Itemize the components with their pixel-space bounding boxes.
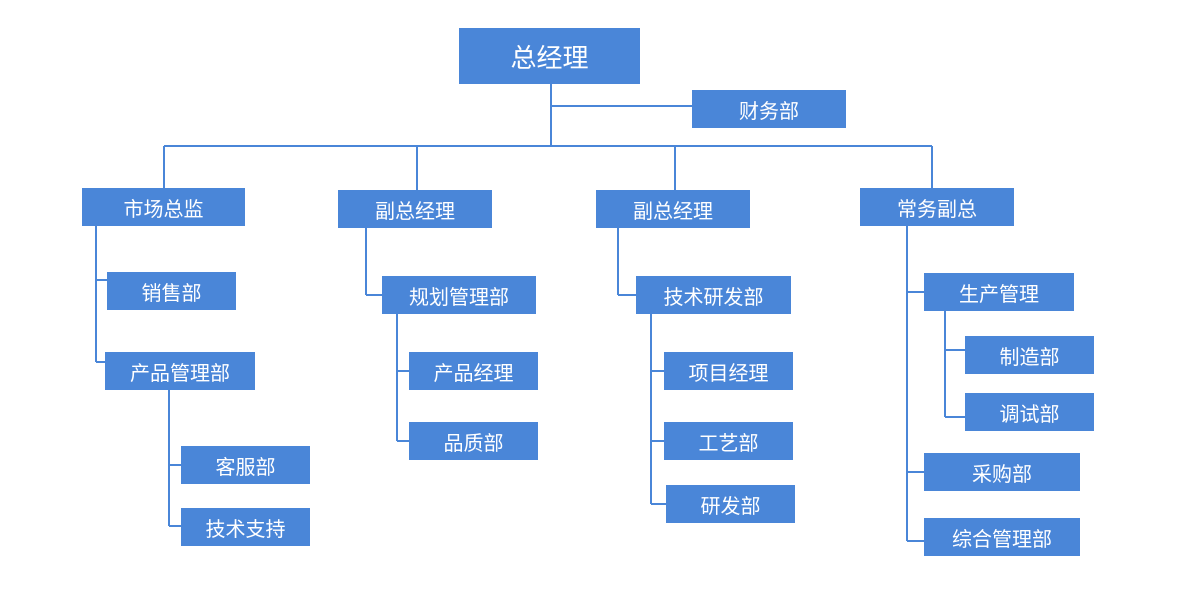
node-product-manager: 产品经理 — [409, 352, 538, 390]
node-ceo: 总经理 — [459, 28, 640, 84]
node-craft: 工艺部 — [664, 422, 793, 460]
node-product-management: 产品管理部 — [105, 352, 255, 390]
node-customer-service: 客服部 — [181, 446, 310, 484]
node-project-manager: 项目经理 — [664, 352, 793, 390]
node-executive-vp: 常务副总 — [860, 188, 1014, 226]
node-debugging: 调试部 — [965, 393, 1094, 431]
node-production: 生产管理 — [924, 273, 1074, 311]
node-tech-support: 技术支持 — [181, 508, 310, 546]
node-market-director: 市场总监 — [82, 188, 245, 226]
node-planning: 规划管理部 — [382, 276, 536, 314]
node-general-admin: 综合管理部 — [924, 518, 1080, 556]
node-rnd: 研发部 — [666, 485, 795, 523]
node-manufacturing: 制造部 — [965, 336, 1094, 374]
node-purchasing: 采购部 — [924, 453, 1080, 491]
node-tech-rnd: 技术研发部 — [636, 276, 791, 314]
node-vp-1: 副总经理 — [338, 190, 492, 228]
node-quality: 品质部 — [409, 422, 538, 460]
node-vp-2: 副总经理 — [596, 190, 750, 228]
node-sales: 销售部 — [107, 272, 236, 310]
node-finance: 财务部 — [692, 90, 846, 128]
